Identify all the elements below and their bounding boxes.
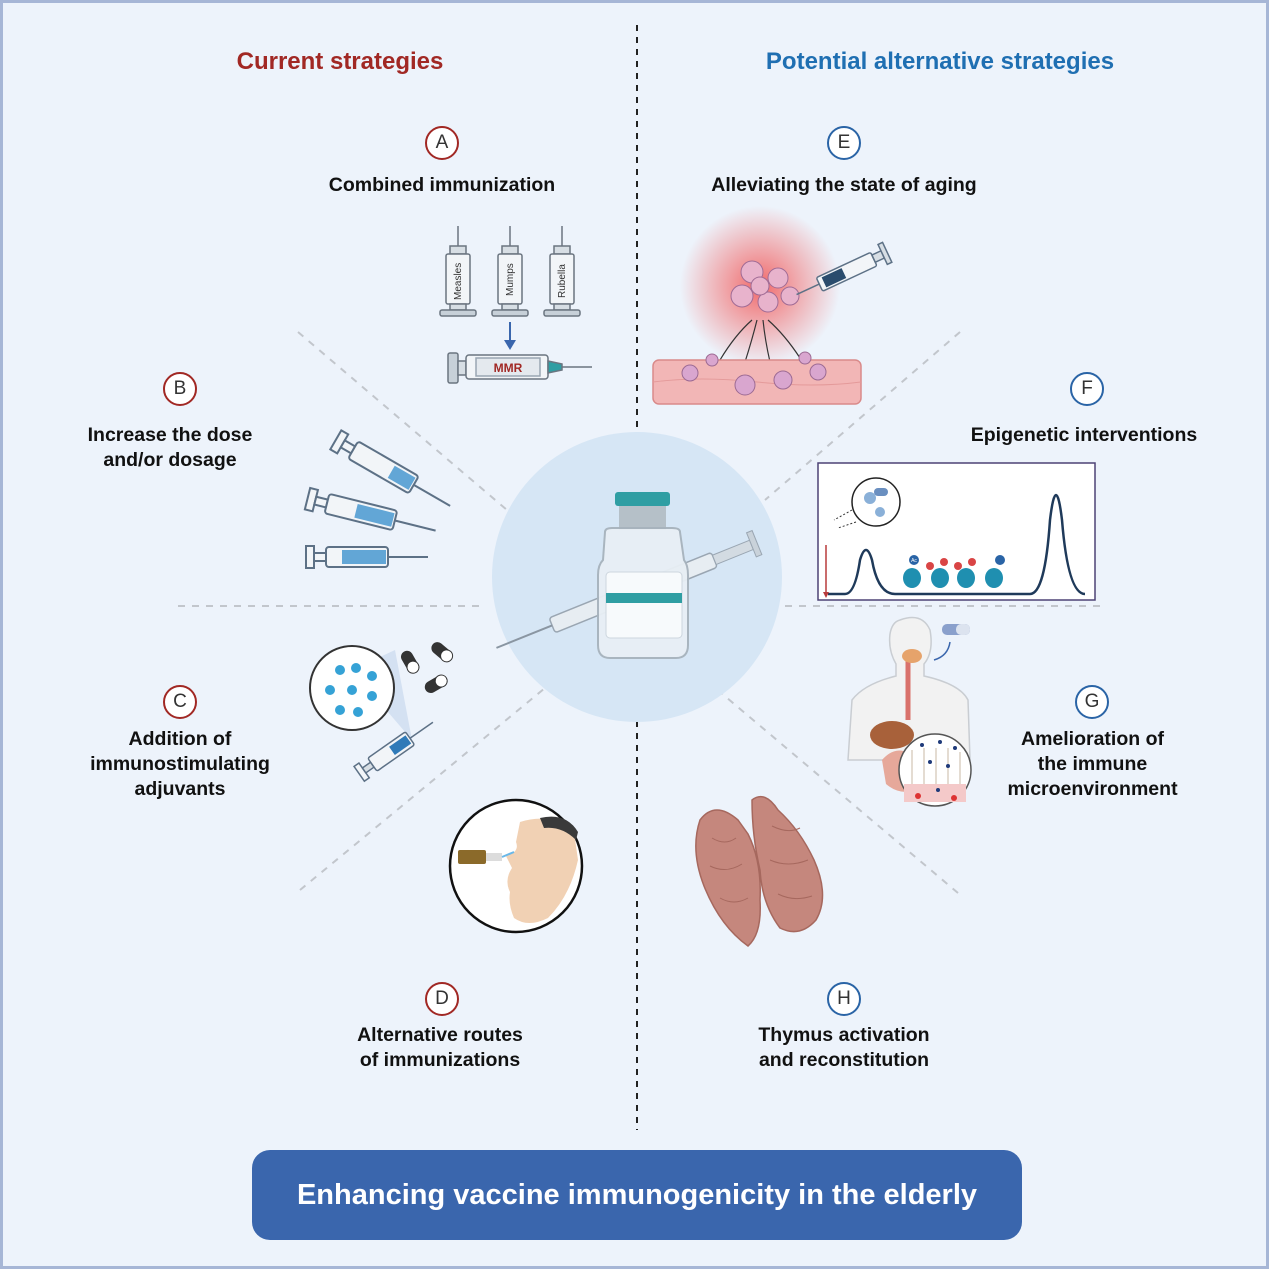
label-b: Increase the dose and/or dosage [60, 423, 280, 473]
label-b-line-1: Increase the dose [87, 424, 253, 446]
label-c-line-3: adjuvants [134, 778, 226, 800]
badge-f: F [1070, 372, 1104, 406]
figure-title: Enhancing vaccine immunogenicity in the … [296, 1179, 978, 1211]
aging-inflammation-illustration [652, 206, 893, 405]
mmr-label: MMR [494, 361, 523, 375]
badge-e: E [827, 126, 861, 160]
histone-mark-label: Ac [911, 558, 917, 564]
label-c: Addition of immunostimulating adjuvants [80, 727, 280, 802]
label-b-line-2: and/or dosage [103, 449, 237, 471]
title-banner: Enhancing vaccine immunogenicity in the … [252, 1150, 1022, 1240]
label-g: Amelioration of the immune microenvironm… [990, 727, 1195, 802]
label-g-line-3: microenvironment [1007, 778, 1178, 800]
label-h-line-2: and reconstitution [758, 1049, 930, 1071]
badge-d: D [425, 982, 459, 1016]
label-h-line-1: Thymus activation [758, 1024, 930, 1046]
badge-a: A [425, 126, 459, 160]
label-f-line-1: Epigenetic interventions [970, 424, 1198, 446]
label-d: Alternative routes of immunizations [320, 1023, 560, 1073]
label-d-line-2: of immunizations [359, 1049, 521, 1071]
combined-syringes-illustration [439, 226, 592, 384]
label-c-line-1: Addition of [128, 728, 232, 750]
label-e: Alleviating the state of aging [684, 173, 1004, 198]
badge-g: G [1075, 685, 1109, 719]
label-a-line-1: Combined immunization [328, 174, 556, 196]
syringe-label-measles: Measles [453, 263, 464, 300]
current-strategies-header: Current strategies [236, 48, 444, 75]
syringe-label-mumps: Mumps [505, 263, 516, 296]
label-d-line-1: Alternative routes [357, 1024, 523, 1046]
label-f: Epigenetic interventions [955, 423, 1213, 448]
label-g-line-2: the immune [1037, 753, 1148, 775]
badge-h: H [827, 982, 861, 1016]
label-e-line-1: Alleviating the state of aging [711, 174, 977, 196]
label-g-line-1: Amelioration of [1020, 728, 1164, 750]
gut-microenvironment-illustration [847, 616, 972, 807]
central-vaccine-vial [492, 432, 782, 722]
dose-syringes-illustration [303, 428, 451, 569]
label-a: Combined immunization [292, 173, 592, 198]
thymus-illustration [695, 795, 824, 947]
badge-c: C [163, 685, 197, 719]
adjuvant-illustration [309, 642, 454, 783]
badge-b: B [163, 372, 197, 406]
radial-guides [178, 331, 1100, 894]
epigenetic-illustration [817, 462, 1096, 601]
syringe-label-rubella: Rubella [557, 264, 568, 298]
alternative-strategies-header: Potential alternative strategies [765, 48, 1115, 75]
label-h: Thymus activation and reconstitution [724, 1023, 964, 1073]
nasal-route-illustration [448, 798, 584, 934]
label-c-line-2: immunostimulating [90, 753, 270, 775]
